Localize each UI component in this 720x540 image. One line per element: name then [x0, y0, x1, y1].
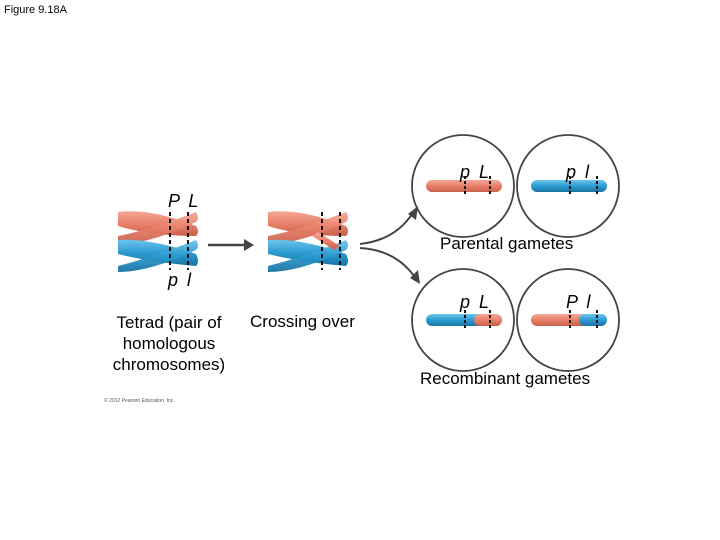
crossing-over-salmon	[268, 211, 348, 244]
gene-loci-left	[169, 212, 189, 270]
label-top-pair-alleles: P L	[168, 191, 201, 211]
figure-title: Figure 9.18A	[4, 4, 67, 16]
label-crossing-over: Crossing over	[250, 312, 355, 331]
arrow-head-upper-icon	[408, 206, 418, 220]
tetrad-left-blue	[118, 239, 198, 272]
label-tetrad: Tetrad (pair of homologous chromosomes)	[112, 313, 226, 374]
tetrad-left-salmon	[118, 211, 198, 244]
recombinant-gamete-1	[411, 268, 515, 372]
label-recombinant-2: P l	[566, 292, 593, 312]
label-parental-2: p l	[566, 162, 592, 182]
label-parental-gametes: Parental gametes	[440, 234, 574, 253]
gene-loci-crossing	[321, 212, 341, 270]
label-parental-1: p L	[460, 162, 492, 182]
gene-loci-gametes	[464, 176, 598, 330]
label-recombinant-gametes: Recombinant gametes	[420, 369, 591, 388]
label-bottom-pair-alleles: p l	[168, 270, 194, 290]
chromosome-recombinant-2	[531, 314, 607, 326]
parental-gamete-1	[411, 134, 515, 238]
arrows-to-gametes	[359, 213, 415, 277]
crossing-over-blue	[268, 232, 348, 272]
recombinant-gamete-2	[516, 268, 620, 372]
arrow-right-icon	[208, 239, 254, 251]
label-recombinant-1: p L	[460, 292, 492, 312]
parental-gamete-2	[516, 134, 620, 238]
copyright-notice: © 2012 Pearson Education, Inc.	[104, 398, 175, 404]
arrow-head-lower-icon	[410, 270, 420, 284]
